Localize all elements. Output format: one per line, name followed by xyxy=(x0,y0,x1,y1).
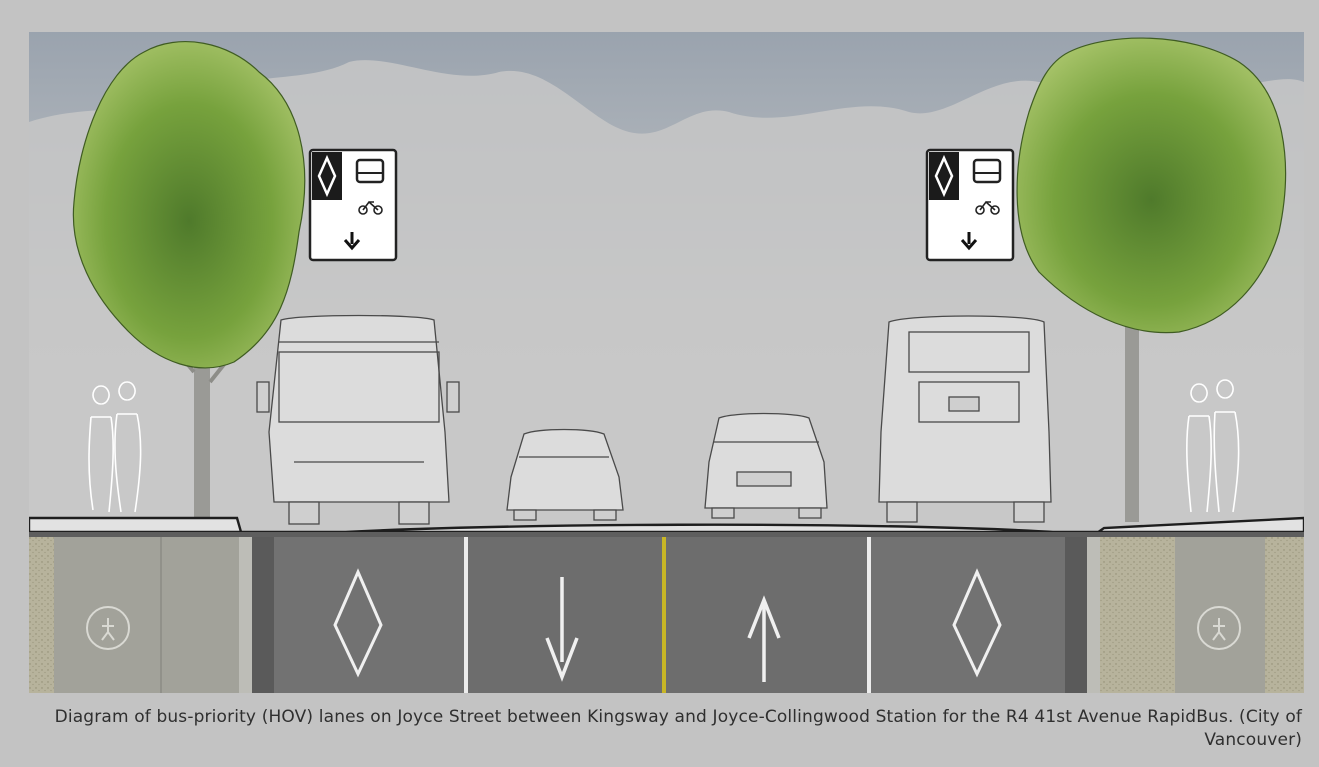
pedestrians-right xyxy=(1186,379,1240,513)
pedestrian-icon xyxy=(1197,606,1241,650)
bus-icon xyxy=(972,158,1002,184)
sidewalk-right xyxy=(1175,537,1265,693)
hov-lane-sign-left xyxy=(308,148,398,262)
pedestrian-icon xyxy=(86,606,130,650)
figure-caption: Diagram of bus-priority (HOV) lanes on J… xyxy=(54,707,1302,750)
hov-lane-sign-right xyxy=(925,148,1015,262)
up-arrow-marking xyxy=(747,595,781,682)
street-cross-section-diagram xyxy=(29,32,1304,693)
car-left xyxy=(506,428,624,521)
bus-front xyxy=(256,314,460,525)
bicycle-icon xyxy=(358,200,383,215)
soil-left xyxy=(29,537,54,693)
bus-icon xyxy=(355,158,385,184)
lane-hov-southbound xyxy=(252,537,464,693)
hov-diamond-marking xyxy=(333,568,383,678)
hov-diamond-marking xyxy=(952,568,1002,678)
sidewalk-left xyxy=(54,537,239,693)
bicycle-icon xyxy=(975,200,1000,215)
down-arrow-icon xyxy=(343,232,361,251)
soil-right xyxy=(1100,537,1175,693)
lane-hov-northbound xyxy=(869,537,1087,693)
down-arrow-icon xyxy=(960,232,978,251)
pedestrians-left xyxy=(88,381,142,513)
left-tree xyxy=(72,41,306,522)
car-right xyxy=(704,412,828,519)
lane-northbound xyxy=(664,537,869,693)
down-arrow-marking xyxy=(545,577,579,682)
right-tree xyxy=(1016,37,1287,522)
bus-rear xyxy=(878,315,1052,523)
